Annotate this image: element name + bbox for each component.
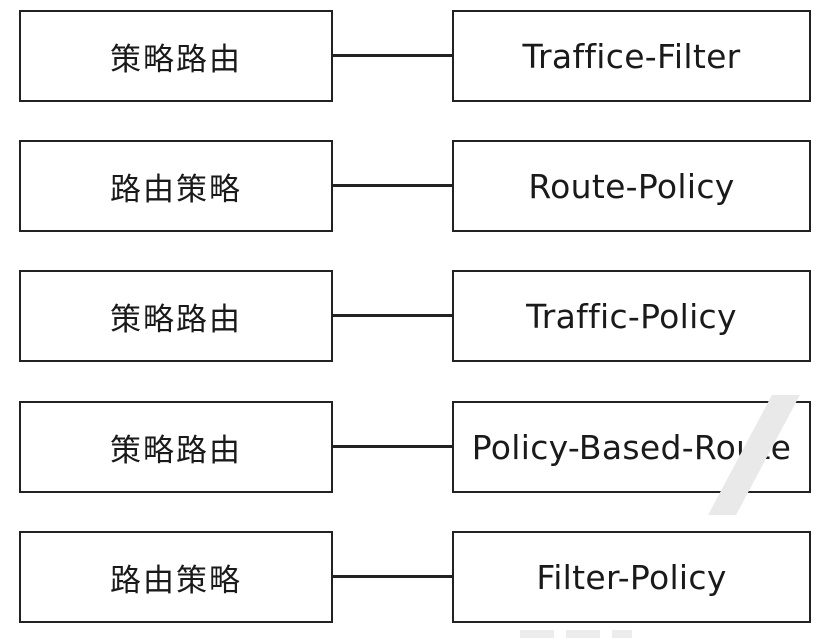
term-box: 策略路由 — [19, 10, 333, 102]
command-box: Policy-Based-Route — [452, 401, 811, 493]
command-box: Traffice-Filter — [452, 10, 811, 102]
watermark-mark — [566, 630, 600, 638]
pair-row-1: 策略路由 Traffice-Filter — [0, 10, 831, 102]
command-box: Traffic-Policy — [452, 270, 811, 362]
pair-row-4: 策略路由 Policy-Based-Route — [0, 401, 831, 493]
term-box: 策略路由 — [19, 270, 333, 362]
command-box: Route-Policy — [452, 140, 811, 232]
command-box: Filter-Policy — [452, 531, 811, 623]
connector-line — [333, 575, 452, 578]
connector-line — [333, 184, 452, 187]
term-box: 路由策略 — [19, 531, 333, 623]
connector-line — [333, 314, 452, 317]
connector-line — [333, 54, 452, 57]
watermark-mark — [520, 630, 554, 638]
term-box: 路由策略 — [19, 140, 333, 232]
pair-row-3: 策略路由 Traffic-Policy — [0, 270, 831, 362]
pair-row-5: 路由策略 Filter-Policy — [0, 531, 831, 623]
pair-row-2: 路由策略 Route-Policy — [0, 140, 831, 232]
watermark-mark — [612, 630, 632, 638]
term-box: 策略路由 — [19, 401, 333, 493]
connector-line — [333, 445, 452, 448]
